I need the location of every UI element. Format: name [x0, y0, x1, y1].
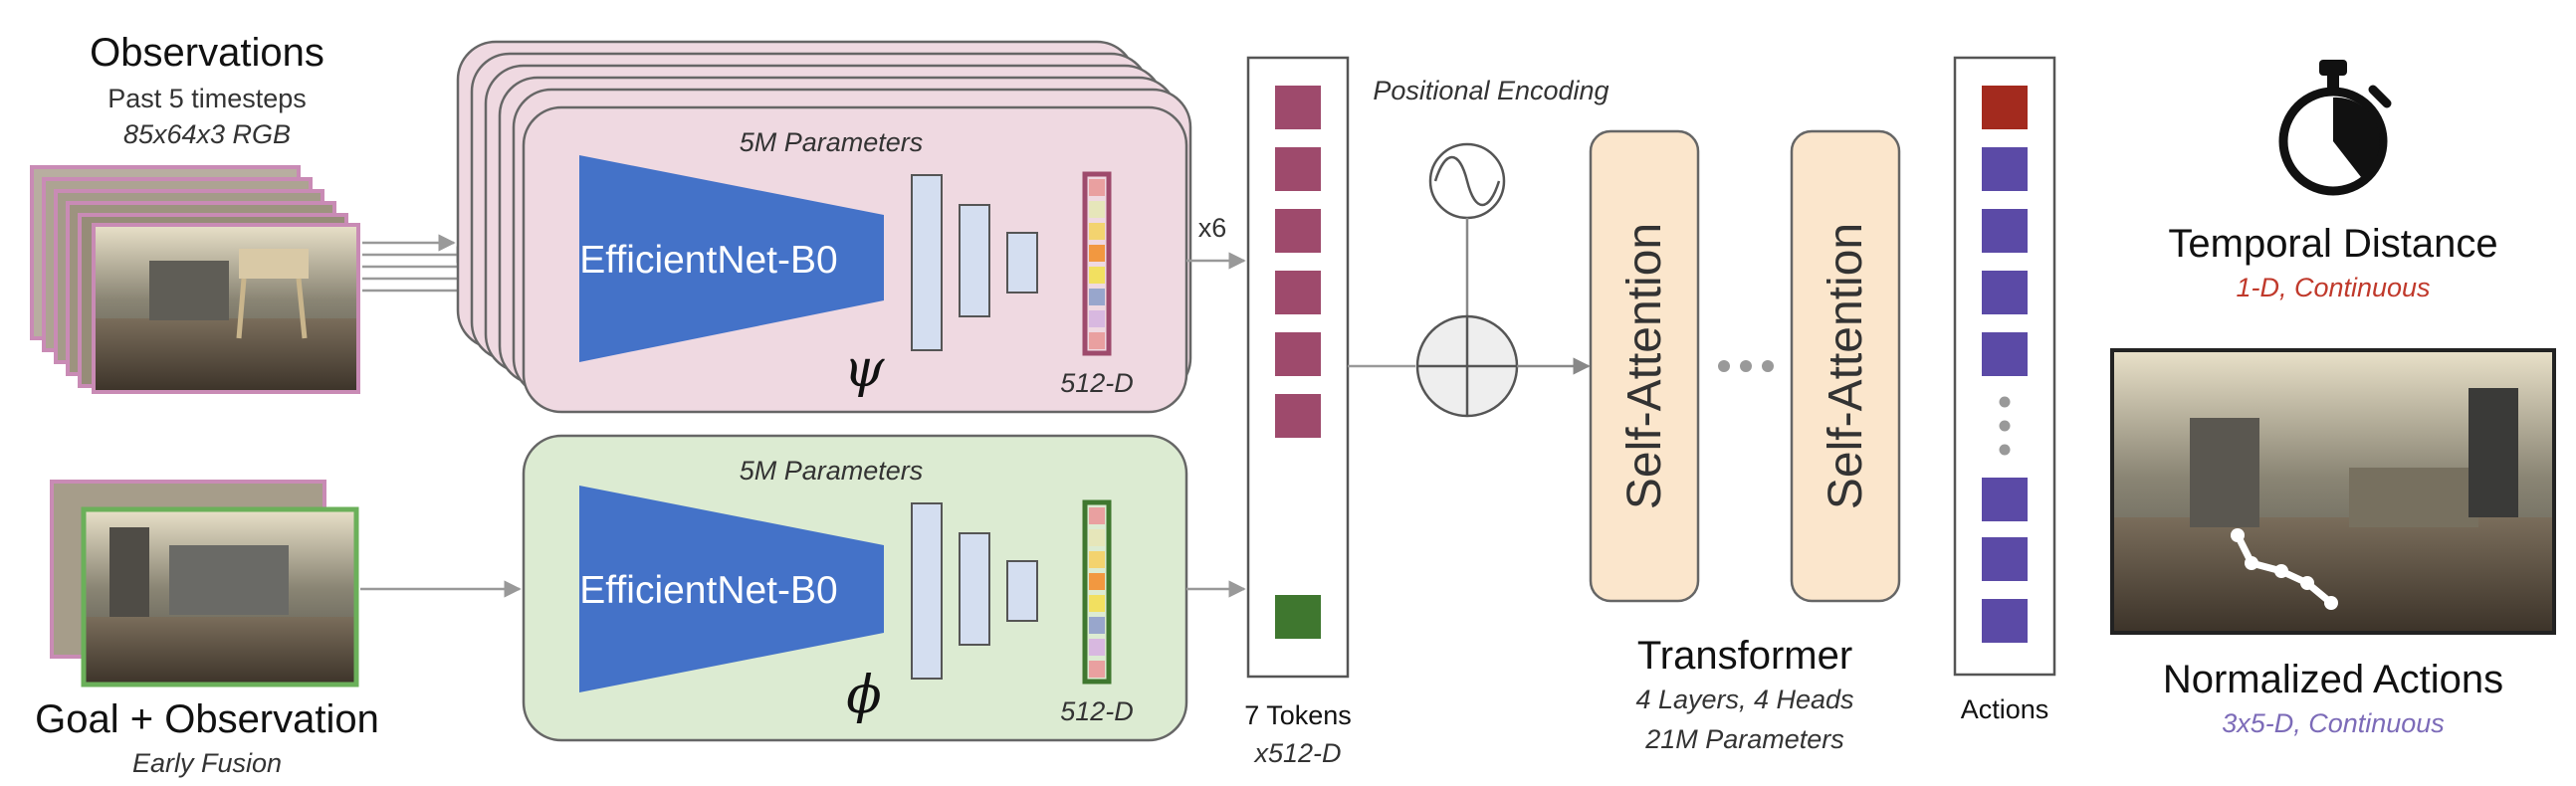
layer-ellipsis — [1718, 360, 1774, 372]
observation-repeat-count: x6 — [1198, 213, 1227, 243]
tokens-label: 7 Tokens — [1244, 700, 1352, 730]
action-tokens — [1982, 147, 2028, 643]
goal-feature-layers — [911, 502, 1038, 680]
observation-psi-symbol: ψ — [844, 339, 886, 399]
tokens-sublabel: x512-D — [1252, 738, 1341, 768]
goal-observation-image — [81, 506, 359, 688]
transformer-detail-params: 21M Parameters — [1644, 724, 1844, 754]
self-attention-label-2: Self-Attention — [1820, 223, 1872, 509]
add-operator-icon — [1415, 314, 1519, 418]
self-attention-block-1 — [1589, 129, 1700, 603]
observations-title: Observations — [90, 31, 324, 75]
observation-feature-layers — [911, 174, 1038, 351]
observation-embedding-vector — [1082, 171, 1112, 356]
stopwatch-icon — [2278, 60, 2392, 196]
observations-detail: 85x64x3 RGB — [123, 119, 291, 149]
observation-encoder-name: EfficientNet-B0 — [579, 239, 837, 282]
goal-token — [1275, 595, 1321, 639]
observation-tokens — [1275, 86, 1321, 438]
goal-embedding-dim: 512-D — [1060, 696, 1134, 726]
goal-encoder-name: EfficientNet-B0 — [579, 569, 837, 612]
actions-label: Actions — [1961, 694, 2049, 724]
transformer-title: Transformer — [1637, 634, 1852, 678]
temporal-distance-subtitle: 1-D, Continuous — [2236, 273, 2430, 302]
goal-subtitle: Early Fusion — [132, 748, 282, 778]
predicted-actions-image — [2110, 348, 2556, 635]
sinusoid-icon — [1428, 142, 1506, 220]
observation-frame-stack — [30, 165, 360, 394]
self-attention-label-1: Self-Attention — [1618, 223, 1671, 509]
observation-efficientnet-trapezoid — [579, 155, 884, 362]
observation-embedding-dim: 512-D — [1060, 368, 1134, 398]
observations-subtitle: Past 5 timesteps — [107, 84, 307, 113]
goal-efficientnet-trapezoid — [579, 486, 884, 692]
self-attention-block-2 — [1790, 129, 1901, 603]
current-observation-image — [92, 223, 360, 394]
normalized-actions-title: Normalized Actions — [2163, 658, 2503, 701]
goal-phi-symbol: ϕ — [846, 666, 881, 725]
goal-encoder-params: 5M Parameters — [740, 456, 924, 486]
observation-encoder-params: 5M Parameters — [740, 127, 924, 157]
temporal-distance-title: Temporal Distance — [2168, 222, 2497, 266]
goal-frame-stack — [50, 480, 359, 688]
goal-title: Goal + Observation — [35, 697, 379, 741]
transformer-detail-layers: 4 Layers, 4 Heads — [1635, 685, 1853, 714]
temporal-distance-token — [1982, 86, 2028, 129]
positional-encoding-label: Positional Encoding — [1373, 76, 1609, 105]
normalized-actions-subtitle: 3x5-D, Continuous — [2222, 708, 2445, 738]
goal-embedding-vector — [1082, 499, 1112, 685]
